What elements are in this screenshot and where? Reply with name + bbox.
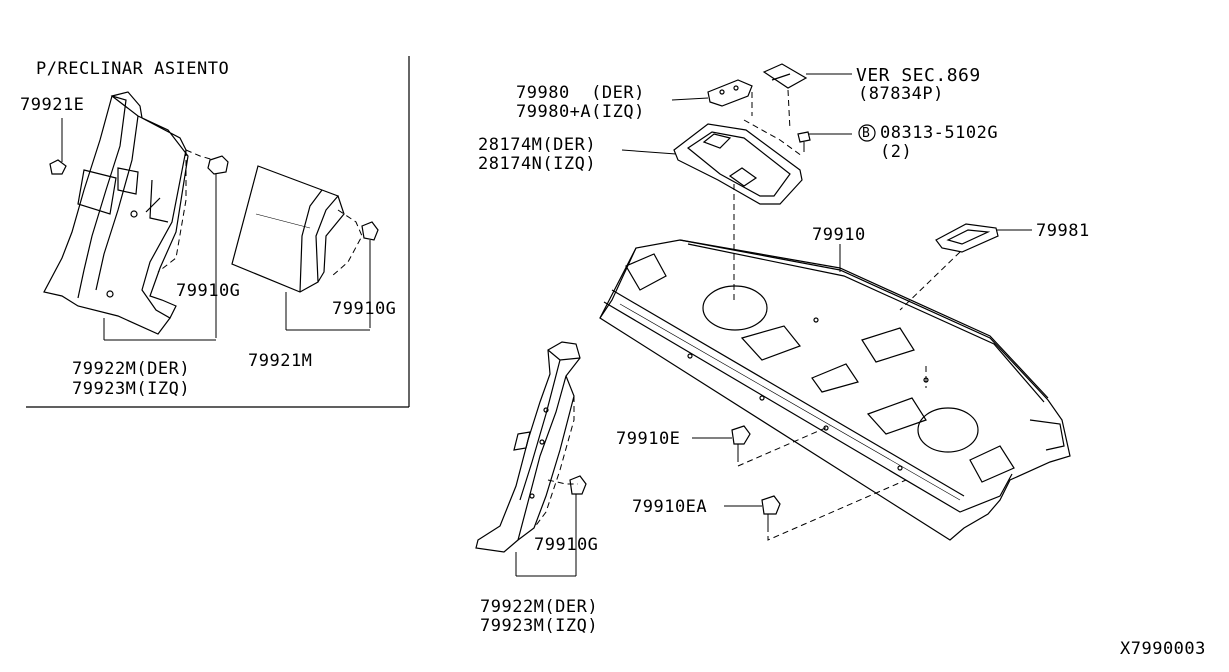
inset-trim-panel-79922m bbox=[43, 91, 215, 335]
pillar-trim-79922m bbox=[475, 341, 587, 577]
label-ver-sec: VER SEC.869 bbox=[856, 65, 981, 86]
parcel-shelf-79910 bbox=[599, 239, 1071, 541]
inset-clip-79921e bbox=[49, 118, 67, 175]
inset-cover-79921m bbox=[103, 165, 379, 341]
label-79921m: 79921M bbox=[248, 351, 313, 371]
label-79910ea: 79910EA bbox=[632, 497, 708, 517]
bracket-79981 bbox=[935, 223, 1032, 253]
label-79910e: 79910E bbox=[616, 429, 681, 449]
label-79980-izq: 79980+A(IZQ) bbox=[516, 102, 645, 122]
label-79923m-main: 79923M(IZQ) bbox=[480, 616, 599, 636]
label-28174n: 28174N(IZQ) bbox=[478, 154, 597, 174]
inset-frame bbox=[26, 56, 410, 408]
bracket-28174m bbox=[673, 123, 803, 205]
inset-clip-79910g bbox=[207, 155, 229, 338]
bolt-badge-letter: B bbox=[862, 126, 871, 141]
label-79921e: 79921E bbox=[20, 95, 85, 115]
label-79910: 79910 bbox=[812, 225, 866, 245]
leader-lines bbox=[621, 73, 852, 507]
label-79910g-inset-2: 79910G bbox=[332, 299, 397, 319]
label-79910g-main: 79910G bbox=[534, 535, 599, 555]
inset-title: P/RECLINAR ASIENTO bbox=[36, 59, 230, 79]
label-79981: 79981 bbox=[1036, 221, 1090, 241]
bolt-08313 bbox=[797, 131, 811, 152]
clip-79910e bbox=[731, 425, 751, 456]
cover-79980 bbox=[707, 79, 753, 107]
figure-code: X7990003 bbox=[1120, 639, 1206, 659]
label-87834p: (87834P) bbox=[858, 84, 944, 104]
label-79923m-inset: 79923M(IZQ) bbox=[72, 379, 191, 399]
part-87834p bbox=[762, 63, 808, 89]
label-08313: 08313-5102G bbox=[880, 123, 999, 143]
label-bolt-qty: (2) bbox=[880, 142, 913, 162]
label-28174m: 28174M(DER) bbox=[478, 135, 597, 155]
clip-79910ea bbox=[761, 495, 781, 526]
bolt-badge-circle bbox=[858, 124, 876, 142]
label-79922m-inset: 79922M(DER) bbox=[72, 359, 191, 379]
projection-lines bbox=[733, 89, 961, 541]
label-79980-der: 79980 (DER) bbox=[516, 83, 645, 103]
label-79910g-inset-1: 79910G bbox=[176, 281, 241, 301]
label-79922m-main: 79922M(DER) bbox=[480, 597, 599, 617]
